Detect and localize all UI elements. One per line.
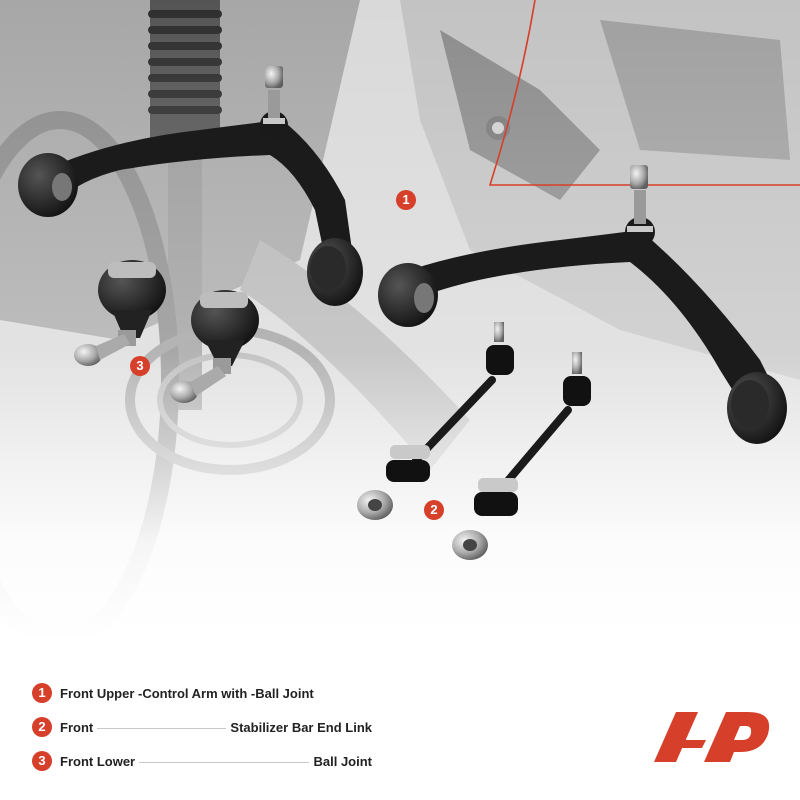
legend-label-2-left: Front — [60, 719, 94, 735]
red-accent-line — [488, 0, 800, 186]
legend-badge-1: 1 — [32, 683, 52, 703]
upper-control-arm-left — [18, 66, 363, 306]
legend-label-1: Front Upper -Control Arm with -Ball Join… — [60, 685, 314, 701]
end-link-1 — [357, 322, 514, 520]
callout-badge-2: 2 — [424, 500, 444, 520]
background-photo — [0, 0, 800, 640]
legend-item-1: 1 Front Upper -Control Arm with -Ball Jo… — [32, 676, 372, 710]
legend-label-2-right: Stabilizer Bar End Link — [230, 719, 372, 735]
legend-leader-line-2 — [97, 727, 227, 729]
parts-legend: 1 Front Upper -Control Arm with -Ball Jo… — [32, 676, 372, 778]
legend-leader-line-3 — [139, 761, 310, 763]
legend-badge-2: 2 — [32, 717, 52, 737]
end-link-2 — [452, 352, 591, 560]
legend-badge-3: 3 — [32, 751, 52, 771]
legend-label-3-left: Front Lower — [60, 753, 136, 769]
legend-item-2: 2 Front Stabilizer Bar End Link — [32, 710, 372, 744]
ball-joint-1 — [74, 260, 166, 366]
legend-label-3-right: Ball Joint — [313, 753, 372, 769]
callout-badge-1: 1 — [396, 190, 416, 210]
brand-logo — [654, 712, 770, 762]
product-scene — [0, 0, 800, 640]
ball-joint-2 — [170, 290, 259, 403]
upper-control-arm-right — [378, 165, 787, 444]
legend-item-3: 3 Front Lower Ball Joint — [32, 744, 372, 778]
callout-badge-3: 3 — [130, 356, 150, 376]
